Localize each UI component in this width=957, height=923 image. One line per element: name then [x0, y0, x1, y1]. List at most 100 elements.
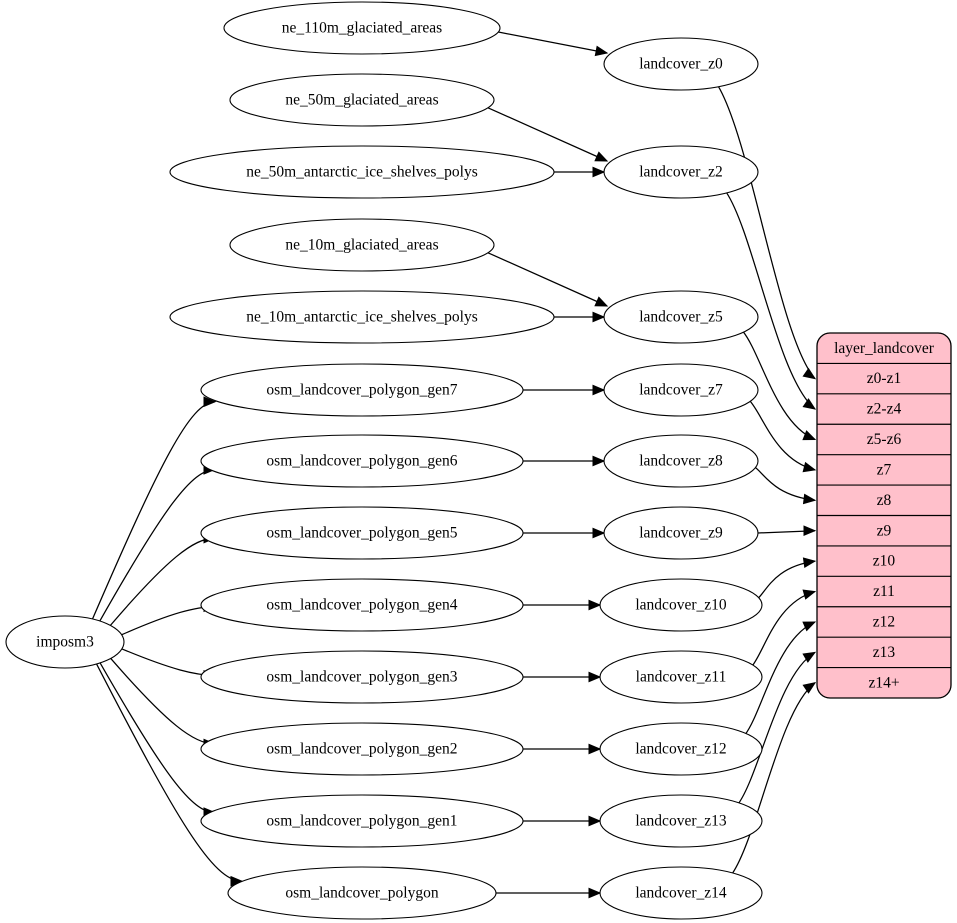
table-row-z8[interactable]: z8: [877, 492, 892, 509]
node-osm_landcover_polygon_gen7[interactable]: osm_landcover_polygon_gen7: [200, 363, 524, 417]
node-label-landcover_z5: landcover_z5: [639, 309, 723, 326]
node-label-landcover_z8: landcover_z8: [639, 453, 723, 470]
node-landcover_z13[interactable]: landcover_z13: [599, 794, 763, 848]
node-shape-landcover_z11: [599, 650, 763, 704]
node-landcover_z8[interactable]: landcover_z8: [603, 434, 759, 488]
table-row-z10[interactable]: z10: [873, 553, 896, 570]
node-label-osm_landcover_polygon_gen3: osm_landcover_polygon_gen3: [266, 669, 457, 686]
node-ne_10m_antarctic_ice_shelves_polys[interactable]: ne_10m_antarctic_ice_shelves_polys: [169, 290, 555, 344]
edge-arrowhead: [592, 455, 606, 467]
node-osm_landcover_polygon[interactable]: osm_landcover_polygon: [227, 866, 497, 920]
table-row-z9[interactable]: z9: [877, 522, 892, 539]
node-landcover_z5[interactable]: landcover_z5: [603, 290, 759, 344]
node-label-landcover_z0: landcover_z0: [639, 56, 723, 73]
node-landcover_z10[interactable]: landcover_z10: [599, 578, 763, 632]
node-shape-landcover_z7: [603, 363, 759, 417]
edge-landcover_z13-to-table: [737, 651, 816, 805]
node-shape-osm_landcover_polygon_gen5: [200, 506, 524, 560]
node-label-ne_10m_antarctic_ice_shelves_polys: ne_10m_antarctic_ice_shelves_polys: [246, 309, 478, 326]
node-shape-osm_landcover_polygon_gen7: [200, 363, 524, 417]
table-row-z13[interactable]: z13: [873, 644, 896, 661]
node-imposm3[interactable]: imposm3: [5, 615, 125, 669]
node-landcover_z11[interactable]: landcover_z11: [599, 650, 763, 704]
node-label-osm_landcover_polygon_gen6: osm_landcover_polygon_gen6: [266, 453, 457, 470]
edge-imposm3-to-osm_landcover_polygon_gen6: [98, 468, 216, 623]
node-label-osm_landcover_polygon_gen7: osm_landcover_polygon_gen7: [266, 382, 457, 399]
edge-arrowhead: [588, 671, 602, 683]
node-osm_landcover_polygon_gen5[interactable]: osm_landcover_polygon_gen5: [200, 506, 524, 560]
node-ne_10m_glaciated_areas[interactable]: ne_10m_glaciated_areas: [229, 218, 495, 272]
edge-imposm3-to-osm_landcover_polygon_gen3: [120, 647, 216, 676]
node-shape-landcover_z12: [599, 722, 763, 776]
node-osm_landcover_polygon_gen6[interactable]: osm_landcover_polygon_gen6: [200, 434, 524, 488]
node-label-landcover_z14: landcover_z14: [635, 885, 726, 902]
edges-layer: [91, 31, 817, 899]
node-shape-landcover_z8: [603, 434, 759, 488]
node-osm_landcover_polygon_gen1[interactable]: osm_landcover_polygon_gen1: [200, 794, 524, 848]
node-shape-ne_110m_glaciated_areas: [223, 1, 501, 55]
node-landcover_z2[interactable]: landcover_z2: [603, 145, 759, 199]
edge-arrowhead: [594, 151, 609, 162]
table-layer: layer_landcoverz0-z1z2-z4z5-z6z7z8z9z10z…: [816, 332, 952, 699]
edge-arrowhead: [802, 461, 817, 473]
node-landcover_z12[interactable]: landcover_z12: [599, 722, 763, 776]
node-shape-landcover_z5: [603, 290, 759, 344]
edge-landcover_z12-to-table: [744, 621, 816, 735]
table-row-z12[interactable]: z12: [873, 614, 895, 631]
table-row-z14+[interactable]: z14+: [868, 674, 899, 691]
node-osm_landcover_polygon_gen4[interactable]: osm_landcover_polygon_gen4: [200, 578, 524, 632]
edge-arrowhead: [594, 296, 609, 307]
node-label-landcover_z2: landcover_z2: [639, 164, 723, 181]
edge-imposm3-to-osm_landcover_polygon_gen4: [119, 606, 216, 636]
node-shape-osm_landcover_polygon_gen3: [200, 650, 524, 704]
table-row-z11[interactable]: z11: [873, 583, 895, 600]
edge-arrowhead: [802, 430, 817, 441]
edge-arrowhead: [203, 396, 217, 408]
edge-arrowhead: [802, 367, 817, 380]
edge-arrowhead: [594, 45, 609, 57]
node-label-osm_landcover_polygon_gen5: osm_landcover_polygon_gen5: [266, 525, 457, 542]
node-osm_landcover_polygon_gen2[interactable]: osm_landcover_polygon_gen2: [200, 722, 524, 776]
edge-arrowhead: [592, 527, 606, 539]
edge-arrowhead: [802, 589, 817, 600]
node-label-osm_landcover_polygon_gen1: osm_landcover_polygon_gen1: [266, 813, 457, 830]
node-shape-landcover_z10: [599, 578, 763, 632]
edge-ne_110m_glaciated_areas-to-landcover_z0: [498, 31, 608, 54]
table-row-z0-z1[interactable]: z0-z1: [867, 370, 901, 387]
edge-imposm3-to-osm_landcover_polygon_gen2: [109, 657, 216, 745]
node-ne_50m_glaciated_areas[interactable]: ne_50m_glaciated_areas: [229, 73, 495, 127]
edge-imposm3-to-osm_landcover_polygon_gen7: [91, 401, 216, 621]
node-label-ne_50m_glaciated_areas: ne_50m_glaciated_areas: [285, 92, 438, 109]
edge-ne_10m_glaciated_areas-to-landcover_z5: [487, 252, 608, 307]
node-shape-landcover_z14: [599, 866, 763, 920]
node-shape-landcover_z9: [603, 506, 759, 560]
node-landcover_z7[interactable]: landcover_z7: [603, 363, 759, 417]
edge-arrowhead: [802, 398, 817, 410]
node-label-osm_landcover_polygon_gen2: osm_landcover_polygon_gen2: [266, 741, 457, 758]
edge-arrowhead: [588, 599, 602, 611]
table-row-z5-z6[interactable]: z5-z6: [867, 431, 902, 448]
table-row-z7[interactable]: z7: [877, 461, 892, 478]
edge-arrowhead: [803, 525, 817, 537]
edge-imposm3-to-osm_landcover_polygon_gen5: [109, 537, 216, 627]
node-shape-landcover_z0: [603, 37, 759, 91]
edge-landcover_z11-to-table: [751, 590, 816, 667]
edge-arrowhead: [802, 682, 817, 694]
node-shape-ne_10m_antarctic_ice_shelves_polys: [169, 290, 555, 344]
edge-landcover_z2-to-table: [725, 191, 816, 410]
table-row-z2-z4[interactable]: z2-z4: [867, 401, 902, 418]
node-shape-osm_landcover_polygon_gen6: [200, 434, 524, 488]
edge-arrowhead: [592, 166, 606, 178]
node-landcover_z0[interactable]: landcover_z0: [603, 37, 759, 91]
node-ne_50m_antarctic_ice_shelves_polys[interactable]: ne_50m_antarctic_ice_shelves_polys: [169, 145, 555, 199]
node-ne_110m_glaciated_areas[interactable]: ne_110m_glaciated_areas: [223, 1, 501, 55]
node-label-ne_50m_antarctic_ice_shelves_polys: ne_50m_antarctic_ice_shelves_polys: [246, 164, 478, 181]
node-landcover_z9[interactable]: landcover_z9: [603, 506, 759, 560]
node-label-osm_landcover_polygon: osm_landcover_polygon: [285, 885, 439, 902]
node-osm_landcover_polygon_gen3[interactable]: osm_landcover_polygon_gen3: [200, 650, 524, 704]
node-shape-landcover_z2: [603, 145, 759, 199]
table-node-layer_landcover[interactable]: layer_landcoverz0-z1z2-z4z5-z6z7z8z9z10z…: [816, 332, 952, 699]
node-landcover_z14[interactable]: landcover_z14: [599, 866, 763, 920]
node-label-osm_landcover_polygon_gen4: osm_landcover_polygon_gen4: [266, 597, 457, 614]
